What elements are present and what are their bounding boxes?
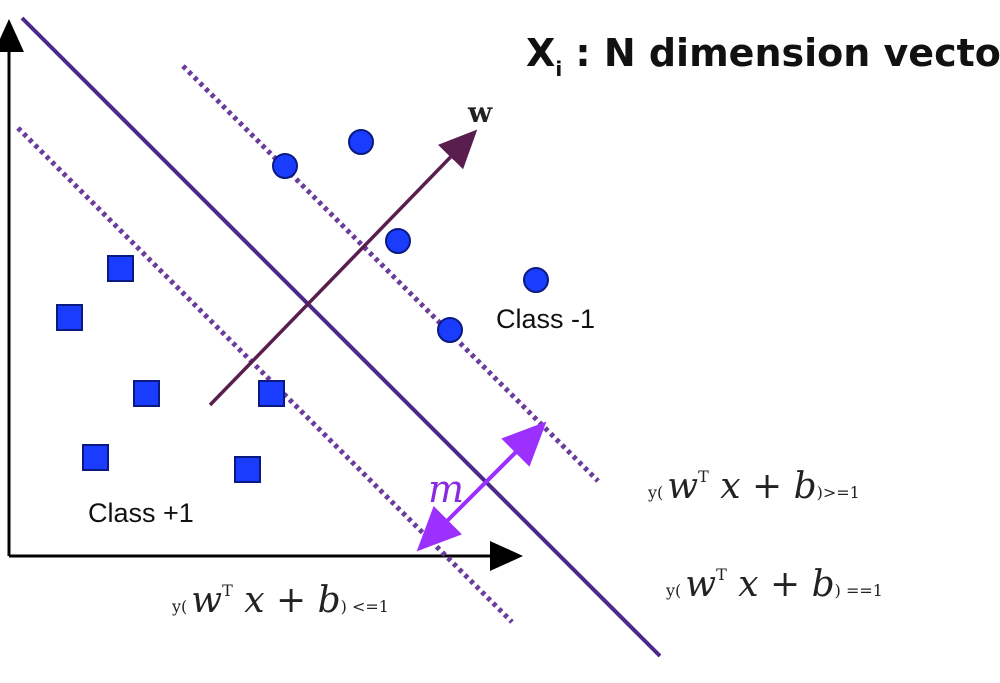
circle-point	[385, 228, 411, 254]
negative-class-points	[272, 129, 549, 343]
square-point	[56, 304, 83, 331]
positive-class-label: Class +1	[88, 498, 194, 528]
circle-point	[523, 267, 549, 293]
w-vector-arrow	[208, 129, 478, 407]
square-point	[133, 380, 160, 407]
margin-arrow	[416, 421, 547, 552]
title-rest: : N dimension vector	[562, 31, 1000, 75]
lower-margin-line	[16, 126, 514, 624]
hyperplane-line	[20, 16, 662, 658]
circle-point	[272, 153, 298, 179]
positive-class-points	[56, 255, 285, 483]
margin-label: m	[428, 467, 464, 511]
equation-upper: y(wT x + b)>=1	[647, 466, 860, 507]
circle-point	[437, 317, 463, 343]
circle-point	[348, 129, 374, 155]
title: Xi : N dimension vector	[526, 31, 1000, 81]
square-point	[258, 380, 285, 407]
upper-margin-line	[181, 64, 600, 483]
equation-lower: y(wT x + b) <=1	[171, 580, 389, 621]
square-point	[82, 444, 109, 471]
square-point	[107, 255, 134, 282]
negative-class-label: Class -1	[496, 304, 595, 334]
square-point	[234, 456, 261, 483]
title-subscript: i	[555, 57, 562, 81]
equation-middle: y(wT x + b) ==1	[665, 564, 883, 605]
title-x: X	[526, 31, 555, 75]
w-label: w	[467, 96, 493, 129]
